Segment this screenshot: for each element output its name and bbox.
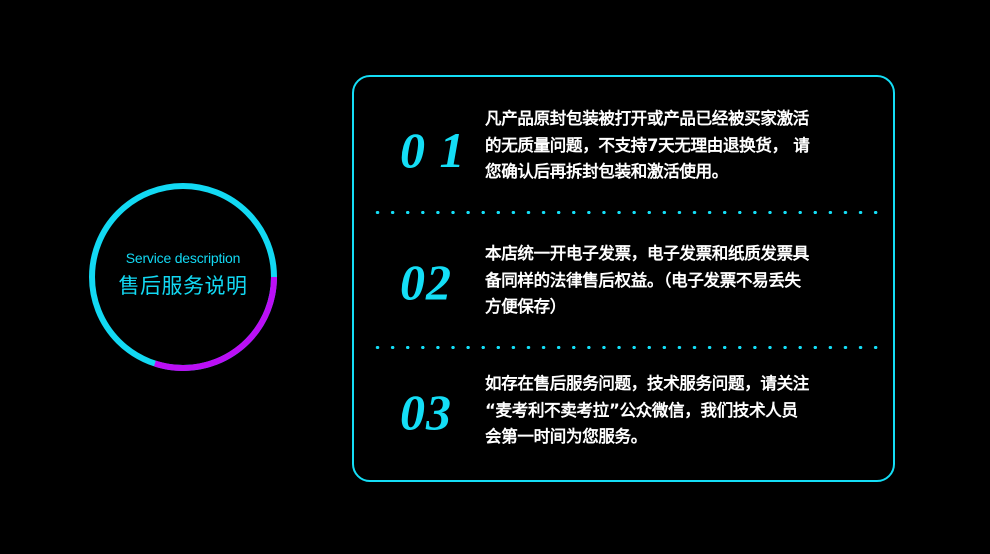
dotted-divider — [370, 346, 882, 349]
item-number: 0 1 — [400, 122, 466, 178]
item-number: 02 — [400, 254, 452, 310]
item-description: 凡产品原封包装被打开或产品已经被买家激活 的无质量问题，不支持7天无理由退换货，… — [485, 109, 810, 181]
dotted-divider — [370, 211, 882, 214]
service-panel: 0 1 凡产品原封包装被打开或产品已经被买家激活 的无质量问题，不支持7天无理由… — [352, 75, 895, 482]
service-ring-icon — [89, 183, 277, 371]
item-description: 如存在售后服务问题，技术服务问题，请关注 “麦考利不卖考拉”公众微信，我们技术人… — [485, 374, 810, 446]
badge-title: 售后服务说明 — [118, 274, 248, 298]
service-badge: Service description 售后服务说明 — [88, 182, 278, 372]
item-number: 03 — [400, 384, 452, 440]
badge-subtitle: Service description — [125, 250, 241, 266]
item-description: 本店统一开电子发票，电子发票和纸质发票具 备同样的法律售后权益。（电子发票不易丢… — [485, 244, 810, 316]
